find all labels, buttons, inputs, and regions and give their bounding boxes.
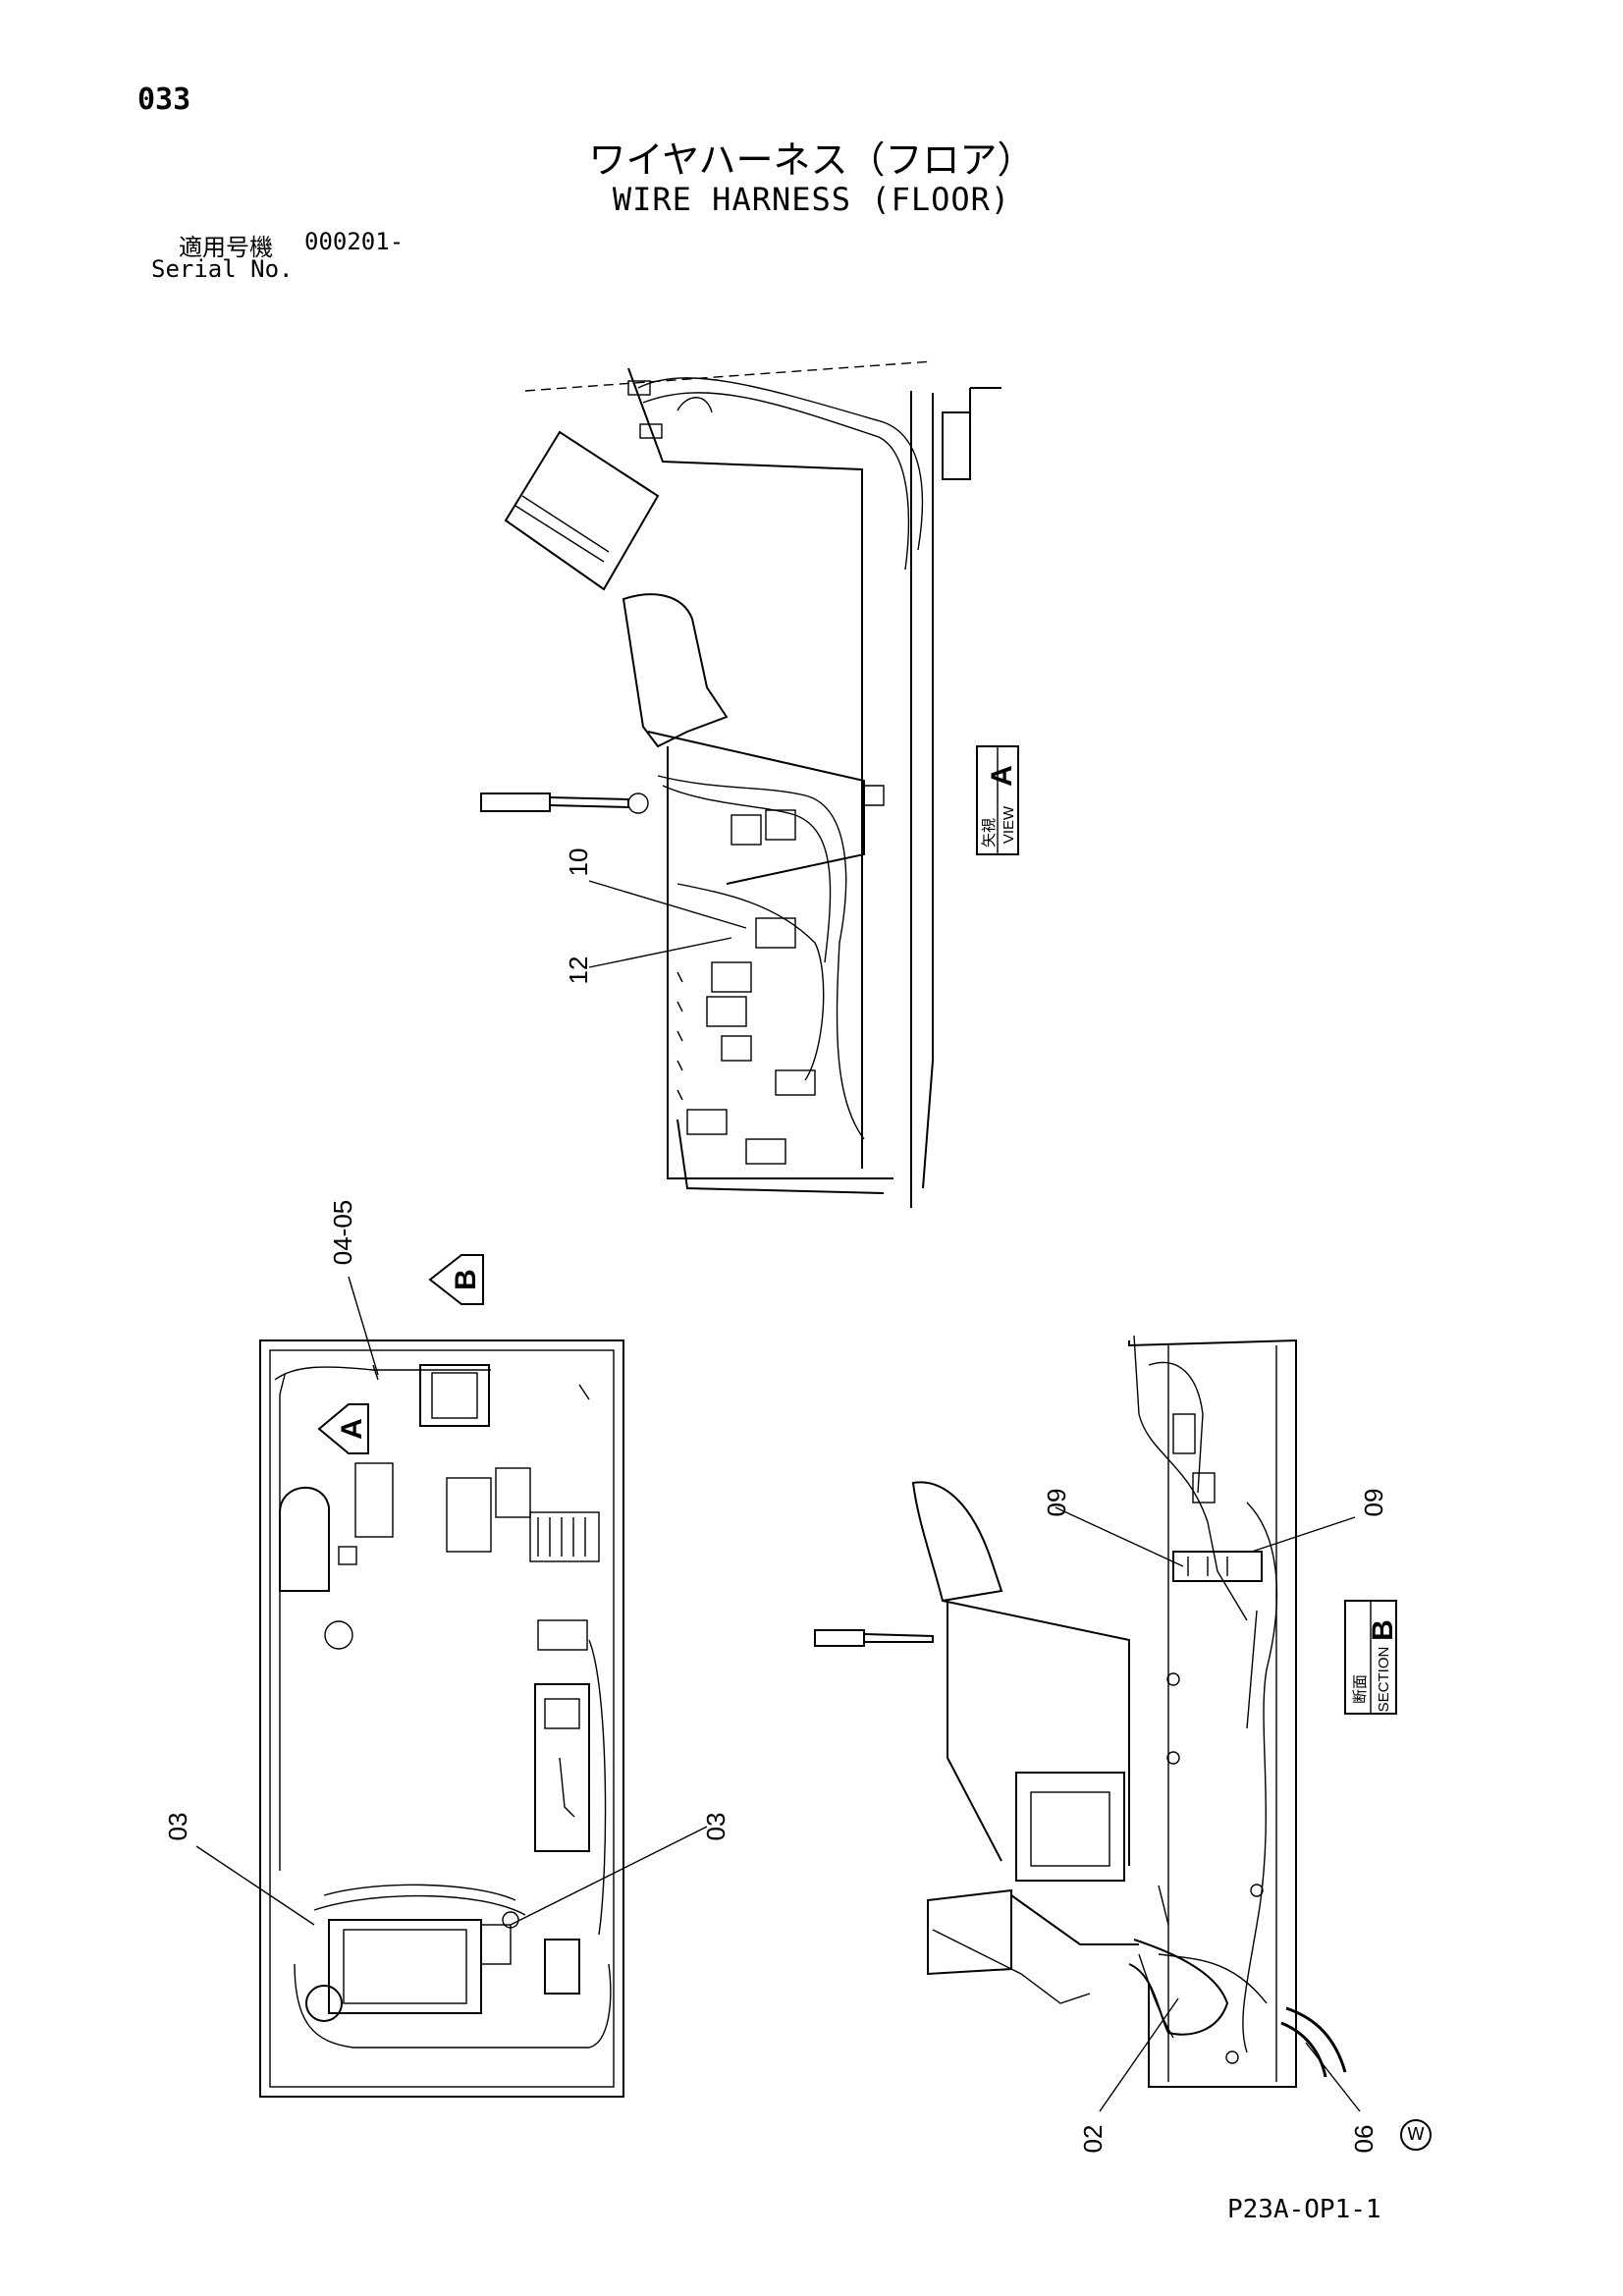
page-number: 033 bbox=[137, 82, 191, 117]
callout-04-05: 04-05 bbox=[328, 1200, 357, 1266]
serial-number: 000201- bbox=[304, 228, 405, 255]
leader-04-05 bbox=[348, 1276, 379, 1376]
section-b-label-en: SECTION bbox=[1376, 1647, 1392, 1713]
plan-view-drawing bbox=[195, 1276, 708, 2098]
leader-10 bbox=[588, 880, 747, 929]
title-japanese: ワイヤハーネス（フロア） bbox=[588, 138, 1035, 182]
leader-12 bbox=[588, 937, 732, 968]
callout-12: 12 bbox=[564, 957, 593, 985]
view-a-drawing bbox=[480, 360, 1001, 1208]
view-a-letter: A bbox=[986, 765, 1018, 787]
w-mark: W bbox=[1400, 2119, 1432, 2151]
callout-02: 02 bbox=[1078, 2125, 1108, 2154]
leader-02 bbox=[1099, 1997, 1179, 2112]
section-b-drawing bbox=[814, 1335, 1361, 2112]
title-english: WIRE HARNESS (FLOOR) bbox=[612, 181, 1011, 218]
callout-09-right: 09 bbox=[1359, 1489, 1388, 1517]
callout-03-right: 03 bbox=[701, 1813, 730, 1841]
svg-text:A: A bbox=[336, 1418, 368, 1440]
leader-03-right bbox=[510, 1826, 708, 1926]
arrow-marker-b: B bbox=[428, 1254, 484, 1305]
callout-06: 06 bbox=[1349, 2125, 1379, 2154]
view-a-label-en: VIEW bbox=[1001, 805, 1017, 844]
svg-text:B: B bbox=[450, 1269, 482, 1290]
serial-label-english: Serial No. bbox=[151, 255, 294, 283]
leader-03-left bbox=[195, 1845, 315, 1926]
leader-09-left bbox=[1055, 1506, 1184, 1567]
callout-09-left: 09 bbox=[1042, 1489, 1071, 1517]
leader-09-right bbox=[1251, 1516, 1356, 1553]
callout-03-left: 03 bbox=[163, 1813, 192, 1841]
section-b-label-jp: 断面 bbox=[1352, 1674, 1369, 1704]
document-code: P23A-OP1-1 bbox=[1227, 2195, 1381, 2224]
view-a-label-jp: 矢視 bbox=[981, 818, 998, 847]
leader-06 bbox=[1305, 2042, 1361, 2112]
serial-label-japanese: 適用号機 bbox=[179, 234, 273, 261]
callout-10: 10 bbox=[564, 848, 593, 877]
section-b-label: B 断面 SECTION bbox=[1344, 1600, 1399, 1715]
section-b-letter: B bbox=[1367, 1619, 1399, 1641]
view-a-label: A 矢視 VIEW bbox=[976, 745, 1019, 855]
arrow-marker-a: A bbox=[317, 1403, 369, 1454]
